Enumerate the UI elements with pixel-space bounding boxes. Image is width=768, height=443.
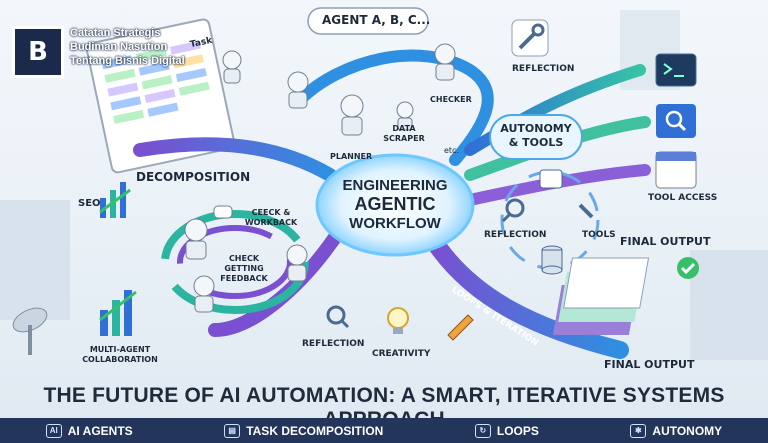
lightbulb-icon [387, 307, 409, 334]
footer-label: AI AGENTS [67, 423, 133, 438]
robot-icon [340, 94, 364, 136]
center-title: ENGINEERING AGENTIC WORKFLOW [320, 176, 470, 233]
wrench-icon [511, 19, 549, 57]
footer-bar: AI AI AGENTS ▤ TASK DECOMPOSITION ↻ LOOP… [0, 418, 768, 443]
center-line: AGENTIC [354, 194, 436, 214]
robot-icon [184, 218, 208, 260]
task-icon: ▤ [224, 423, 241, 438]
autonomy-arrow-1 [464, 64, 646, 156]
autonomy-pill [489, 114, 583, 160]
multi-agent-label: MULTI-AGENT COLLABORATION [82, 345, 158, 364]
loops-arrow [421, 226, 629, 359]
planner-label: PLANNER [330, 152, 373, 161]
check-feedback-label: CHECK GETTING FEEDBACK [220, 254, 268, 283]
ai-icon: AI [45, 423, 62, 438]
brand-line: Catatan Strategis [70, 27, 161, 39]
robot-icon [287, 71, 309, 109]
autonomy-arrow-3 [464, 164, 651, 206]
footer-label: AUTONOMY [652, 423, 723, 438]
decomposition-label: DECOMPOSITION [136, 170, 251, 184]
etc-label: etc. [444, 146, 459, 155]
center-node [315, 153, 475, 257]
brand-text: Catatan Strategis Budiman Nasution Tenta… [70, 26, 185, 68]
footer-item: ▤ TASK DECOMPOSITION [224, 423, 384, 438]
workflow-diagram [0, 7, 768, 360]
bg-building [690, 250, 768, 360]
decomposition-arrow [133, 137, 337, 182]
final-output-top-label: FINAL OUTPUT [620, 235, 711, 248]
document-stack [552, 257, 650, 335]
wrench-icon [578, 203, 594, 219]
checkmark-icon [677, 257, 699, 279]
footer-item: ↻ LOOPS [474, 423, 539, 438]
reflection-bottom-label: REFLECTION [302, 339, 365, 349]
task-board [85, 18, 236, 174]
database-icon [541, 245, 563, 275]
footer-item: ✱ AUTONOMY [630, 423, 723, 438]
bg-building [0, 200, 70, 320]
creativity-label: CREATIVITY [372, 349, 431, 359]
brand-logo-icon: B [12, 26, 64, 78]
check-workback-label: CEECK & WORKBACK [244, 208, 298, 227]
seo-chart-icon [99, 182, 131, 218]
brand-logo: B Catatan Strategis Budiman Nasution Ten… [12, 26, 185, 78]
brand-line: Budiman Nasution [70, 41, 168, 53]
robot-icon [286, 244, 308, 282]
final-output-bottom-label: FINAL OUTPUT [604, 358, 695, 371]
terminal-icon [655, 53, 697, 87]
satellite-dish-icon [12, 307, 48, 355]
pencil-icon [447, 314, 474, 341]
reflection-label: REFLECTION [512, 64, 575, 74]
tools-label: TOOLS [582, 230, 616, 240]
calendar-icon [655, 151, 697, 189]
search-icon [656, 104, 696, 138]
robot-icon [222, 50, 242, 84]
chat-bubble-icon [213, 205, 233, 219]
footer-label: TASK DECOMPOSITION [246, 423, 384, 438]
magnifier-icon [501, 198, 525, 223]
center-line: WORKFLOW [349, 215, 441, 232]
data-scraper-label: DATA SCRAPER [383, 124, 425, 143]
tool-access-label: TOOL ACCESS [648, 193, 718, 203]
seo-label: SEO [78, 198, 101, 209]
autonomy-icon: ✱ [630, 423, 647, 438]
agents-label: AGENT A, B, C... [322, 13, 431, 27]
robot-icon [193, 275, 215, 313]
robot-icon [434, 43, 456, 81]
magnifier-icon [326, 305, 350, 329]
footer-item: AI AI AGENTS [45, 423, 133, 438]
brand-line: Tentang Bisnis Digital [70, 55, 185, 67]
reflection-right-label: REFLECTION [484, 230, 547, 240]
center-line: ENGINEERING [342, 177, 448, 194]
loop-icon: ↻ [474, 423, 491, 438]
autonomy-tools-label: AUTONOMY & TOOLS [500, 122, 572, 149]
terminal-icon [539, 169, 563, 189]
agents-arrow [294, 49, 494, 166]
feedback-loop [161, 210, 309, 314]
checker-label: CHECKER [430, 95, 472, 104]
bar-chart-icon [99, 290, 137, 336]
robot-icon [396, 101, 414, 131]
footer-label: LOOPS [496, 423, 539, 438]
agents-pill [307, 7, 429, 35]
